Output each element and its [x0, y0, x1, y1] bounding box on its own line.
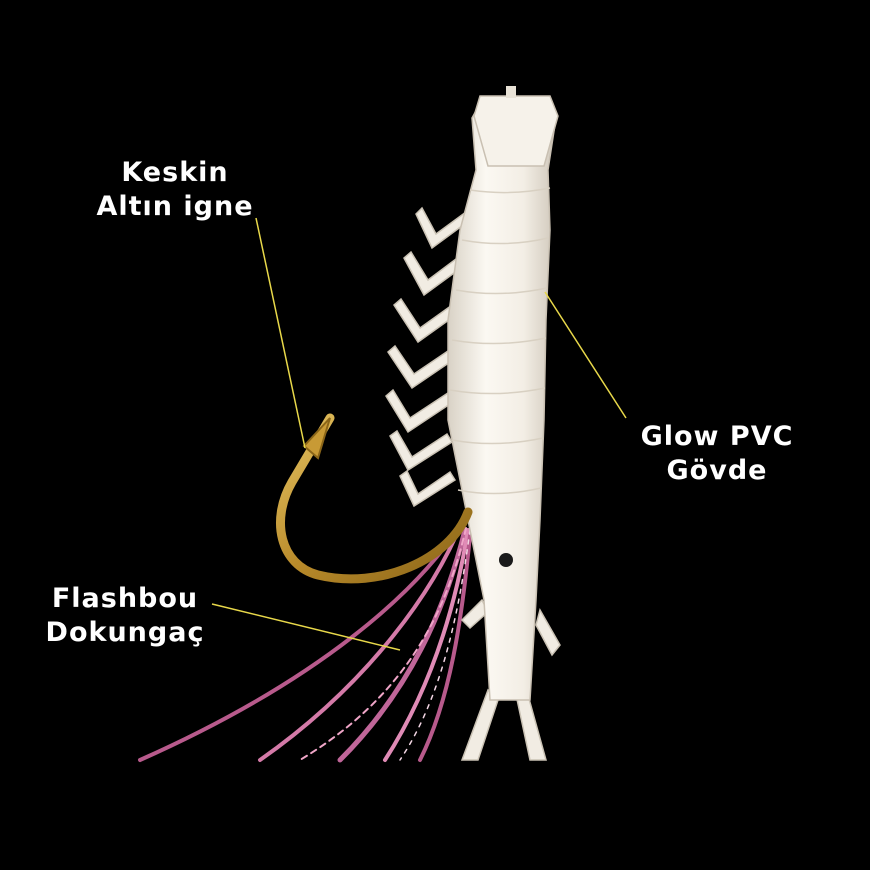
- label-glow-pvc-body: Glow PVC Gövde: [612, 420, 822, 488]
- label-hook-line2: Altın igne: [96, 191, 254, 222]
- label-tentacle-line2: Dokungaç: [45, 617, 205, 648]
- label-body-line2: Gövde: [666, 455, 768, 486]
- label-tentacle-line1: Flashbou: [51, 583, 199, 614]
- body-segments: [449, 187, 551, 495]
- leader-line-hook: [255, 217, 306, 449]
- shrimp-head: [473, 95, 559, 167]
- hook-hole: [499, 553, 513, 567]
- leader-line-body: [544, 291, 627, 419]
- shrimp-legs: [385, 206, 471, 508]
- label-flashbou-tentacle: Flashbou Dokungaç: [20, 582, 230, 650]
- label-sharp-gold-hook: Keskin Altın igne: [70, 156, 280, 224]
- leader-lines: [211, 217, 627, 651]
- label-hook-line1: Keskin: [121, 157, 229, 188]
- tentacle-strands: [138, 520, 472, 763]
- label-body-line1: Glow PVC: [640, 421, 794, 452]
- glow-pvc-body: [447, 99, 557, 701]
- leader-line-tentacle: [211, 603, 401, 651]
- shrimp-tail: [460, 598, 561, 761]
- gold-hook: [276, 413, 473, 584]
